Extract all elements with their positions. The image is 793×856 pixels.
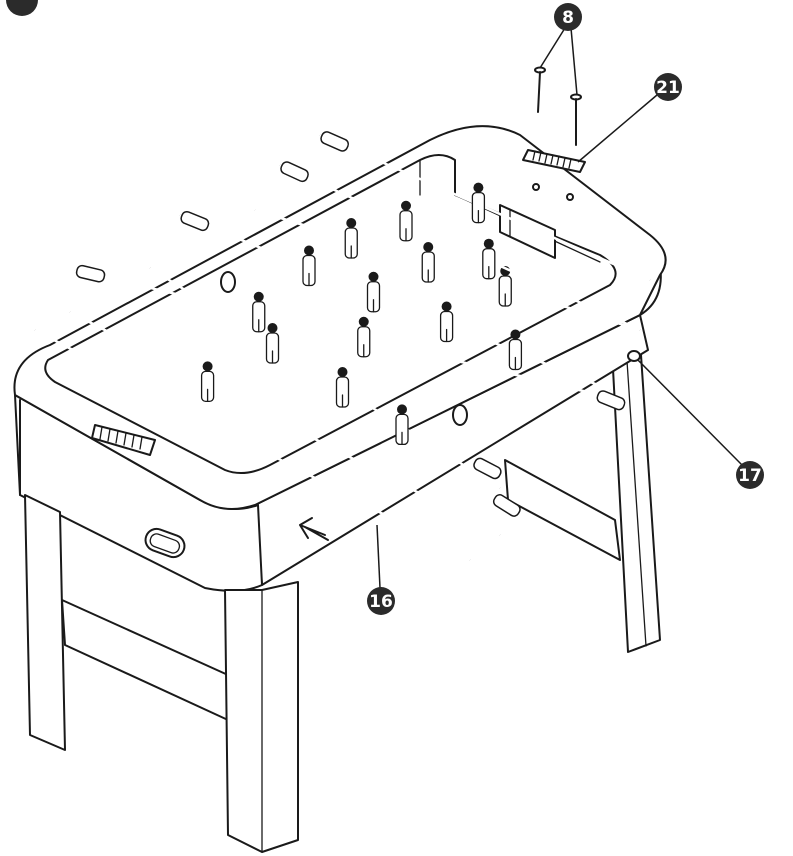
- rod-7: [279, 161, 641, 332]
- player-figure-icon: [357, 316, 371, 358]
- rod-8: [319, 131, 651, 282]
- player-figure-icon: [344, 218, 358, 259]
- rod-3: [74, 264, 601, 397]
- rear-cross-brace: [504, 459, 621, 561]
- player-figure-icon: [482, 238, 496, 280]
- front-left-leg: [24, 494, 66, 751]
- partial-callout-edge: [6, 0, 38, 16]
- svg-text:17: 17: [738, 466, 762, 486]
- ball-return-slot-icon: [144, 527, 186, 559]
- goal-rear: [499, 204, 556, 259]
- rod-handle-icon: [75, 264, 106, 283]
- player-figure-icon: [439, 301, 454, 343]
- score-counter-front: [91, 424, 156, 456]
- rod-end-cap-17: [627, 350, 641, 362]
- player-figure-icon: [335, 367, 350, 408]
- svg-text:8: 8: [562, 8, 574, 28]
- svg-text:21: 21: [656, 78, 680, 98]
- player-figure-icon: [366, 271, 381, 313]
- rod-handle-icon: [280, 161, 309, 183]
- callout-leaders: [376, 27, 746, 589]
- player-figure-icon: [471, 182, 486, 224]
- rod-handle-icon: [473, 457, 502, 480]
- rod-1: [34, 328, 471, 562]
- player-figure-icon: [252, 291, 266, 333]
- player-figure-icon: [302, 245, 316, 287]
- player-figure-icon: [498, 266, 512, 307]
- rod-2: [69, 310, 502, 537]
- ball-hole-right: [452, 404, 468, 426]
- rod-handle-icon: [180, 210, 210, 232]
- arrow-left-icon: [299, 517, 329, 541]
- player-rods: [34, 131, 651, 562]
- rear-right-leg: [611, 339, 661, 653]
- player-figure-icon: [395, 404, 409, 446]
- player-figure-icon: [200, 361, 215, 403]
- callout-21: 21: [654, 73, 682, 101]
- callout-8: 8: [554, 3, 582, 31]
- svg-text:16: 16: [369, 592, 393, 612]
- rod-5: [179, 210, 626, 411]
- rod-4: [149, 266, 521, 517]
- callout-17: 17: [736, 461, 764, 489]
- rod-handle-icon: [596, 390, 626, 411]
- front-cross-brace-left: [61, 599, 229, 721]
- player-figure-icon: [508, 329, 523, 371]
- rod-handle-icon: [320, 131, 350, 152]
- player-figure-icon: [399, 200, 413, 242]
- rod-handle-icon: [492, 494, 521, 517]
- player-figure-icon: [265, 323, 280, 364]
- front-right-leg: [224, 581, 299, 853]
- callout-16: 16: [367, 587, 395, 615]
- screw-hardware-8: [534, 66, 582, 146]
- score-counter-rear: [522, 149, 586, 201]
- ball-hole-left: [220, 271, 236, 293]
- player-figure-icon: [421, 242, 435, 283]
